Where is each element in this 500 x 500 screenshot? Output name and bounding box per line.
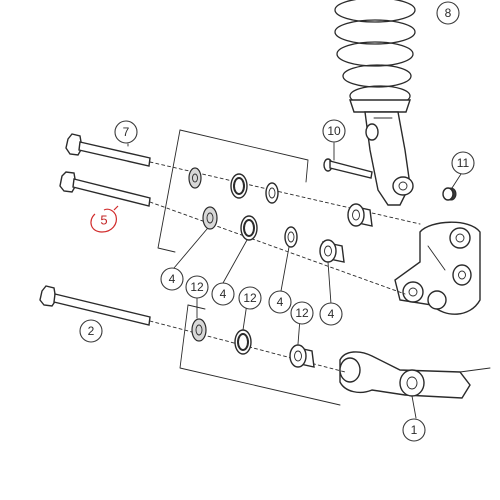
nut-11 — [442, 187, 457, 201]
svg-text:1: 1 — [411, 423, 418, 437]
svg-text:12: 12 — [190, 280, 204, 294]
shock-absorber — [334, 0, 416, 206]
svg-text:7: 7 — [123, 125, 130, 139]
svg-text:10: 10 — [327, 124, 341, 138]
callout-8: 8 — [436, 1, 460, 25]
svg-text:5: 5 — [100, 213, 107, 228]
callout-4-d: 4 — [319, 302, 343, 326]
bolt-5 — [59, 171, 406, 295]
svg-text:8: 8 — [445, 6, 452, 20]
svg-text:4: 4 — [277, 295, 284, 309]
callout-5-handwritten: 5 — [90, 205, 119, 233]
callout-12-a: 12 — [185, 275, 209, 299]
bolt-10 — [323, 158, 373, 179]
middle-row-parts — [202, 206, 345, 263]
leader-lines — [127, 142, 462, 419]
rocker-link — [394, 221, 481, 315]
callout-4-c: 4 — [268, 290, 292, 314]
callout-7: 7 — [114, 120, 138, 144]
svg-text:4: 4 — [169, 272, 176, 286]
upper-group-frame — [157, 129, 309, 253]
callout-11: 11 — [451, 151, 475, 175]
svg-text:12: 12 — [295, 306, 309, 320]
svg-text:2: 2 — [88, 324, 95, 338]
callout-4-b: 4 — [211, 282, 235, 306]
bolt-7 — [65, 133, 421, 225]
callout-12-c: 12 — [290, 301, 314, 325]
callout-1: 1 — [402, 418, 426, 442]
callout-2: 2 — [79, 319, 103, 343]
callout-4-a: 4 — [160, 267, 184, 291]
callout-12-b: 12 — [238, 286, 262, 310]
dogbone-link — [339, 351, 491, 399]
svg-text:11: 11 — [457, 156, 470, 170]
lower-row-parts — [191, 318, 315, 368]
callout-10: 10 — [322, 119, 346, 143]
lower-group-frame — [179, 304, 341, 406]
svg-text:4: 4 — [328, 307, 335, 321]
upper-row-parts — [188, 167, 373, 227]
svg-text:12: 12 — [243, 291, 257, 305]
svg-text:4: 4 — [220, 287, 227, 301]
